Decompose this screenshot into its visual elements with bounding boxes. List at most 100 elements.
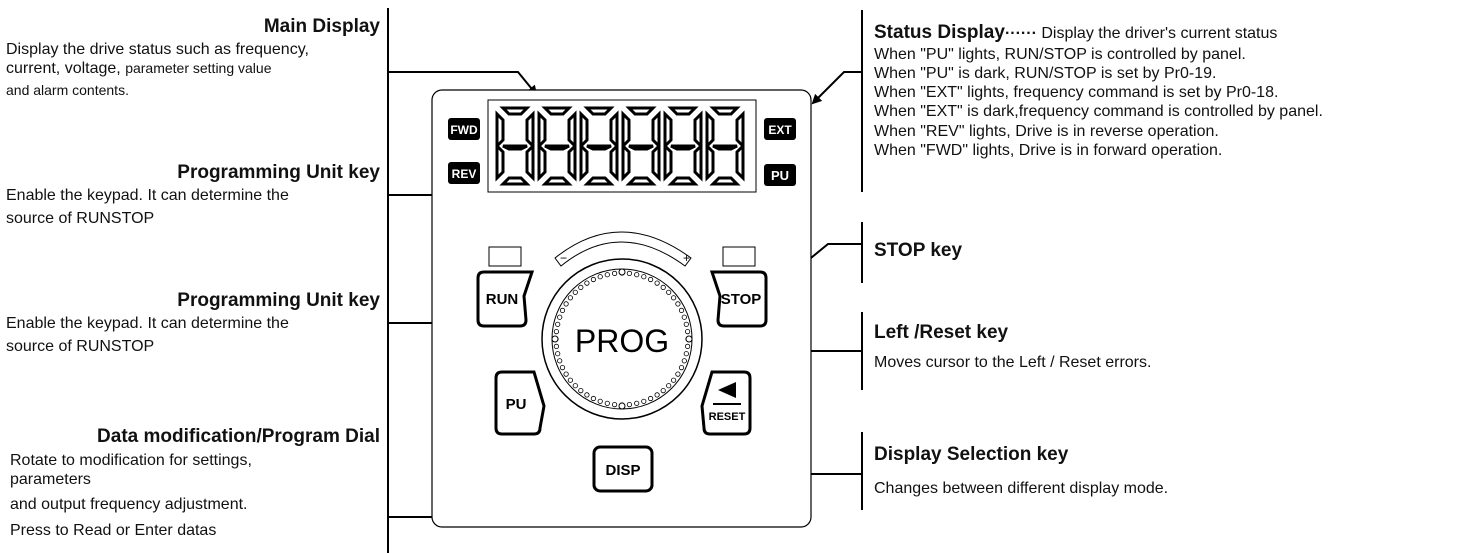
segment xyxy=(712,144,738,151)
segment xyxy=(705,142,715,182)
rev-label: REV xyxy=(452,167,477,181)
main-display-line2a: current, voltage, xyxy=(6,60,121,78)
segment xyxy=(651,142,661,182)
segment xyxy=(609,142,619,182)
dial-tick xyxy=(567,295,574,301)
plus-label: + xyxy=(683,251,690,265)
segment xyxy=(693,142,703,182)
dial-tick xyxy=(557,314,563,320)
pu-key-2-line2: source of RUNSTOP xyxy=(6,338,155,356)
dial-tick xyxy=(584,392,590,398)
main-display-line1: Display the drive status such as frequen… xyxy=(6,41,309,58)
left-reset-callout: Left /Reset key Moves cursor to the Left… xyxy=(874,322,1151,372)
dial-tick xyxy=(553,328,560,335)
dial-tick xyxy=(683,351,689,357)
segment xyxy=(541,176,573,186)
main-display-line2b: parameter setting value xyxy=(125,60,272,77)
main-display-leader xyxy=(388,71,538,96)
status-display-callout: Status Display······ Display the driver'… xyxy=(874,22,1470,160)
dial-tick xyxy=(557,358,563,364)
dial-title: Data modification/Program Dial xyxy=(97,426,380,447)
dial-tick xyxy=(681,314,687,320)
dial-tick xyxy=(647,395,654,402)
status-display-title: Status Display xyxy=(874,22,1005,43)
dial-tick xyxy=(578,284,584,290)
dial-line1: Rotate to modification for settings, xyxy=(10,452,252,469)
pu-indicator: PU xyxy=(764,164,796,186)
dial-tick xyxy=(597,274,603,280)
dial-tick xyxy=(634,400,640,406)
segment xyxy=(583,176,615,186)
main-display-title: Main Display xyxy=(263,16,380,37)
segment xyxy=(583,106,615,116)
status-line-5: When "REV" lights, Drive is in reverse o… xyxy=(874,122,1219,140)
segment xyxy=(579,142,589,182)
seven-segment-digits xyxy=(495,106,745,186)
segment xyxy=(709,106,741,116)
dial-tick xyxy=(590,395,597,402)
status-line-3: When "EXT" lights, frequency command is … xyxy=(874,84,1279,102)
segment xyxy=(735,110,745,150)
segment xyxy=(525,110,535,150)
dial-tick xyxy=(647,276,654,283)
dial-tick xyxy=(641,398,647,404)
pu-key-1-callout: Programming Unit key xyxy=(0,162,380,185)
dial-tick xyxy=(563,371,569,377)
left-arrow-icon xyxy=(718,382,736,398)
minus-label: − xyxy=(560,251,567,265)
ext-indicator: EXT xyxy=(764,118,796,140)
program-dial[interactable]: PROG xyxy=(541,258,703,420)
dial-tick-marks xyxy=(553,270,691,408)
segment xyxy=(586,144,612,151)
status-line-6: When "FWD" lights, Drive is in forward o… xyxy=(874,141,1223,159)
dial-tick xyxy=(590,276,597,283)
dial-tick xyxy=(559,364,566,371)
segment xyxy=(495,142,505,182)
reset-button[interactable]: RESET xyxy=(700,370,752,436)
stop-label: STOP xyxy=(721,291,762,308)
dial-line4: Press to Read or Enter datas xyxy=(10,521,217,539)
status-leader xyxy=(811,71,862,105)
dial-tick xyxy=(567,377,574,383)
reset-label: RESET xyxy=(709,411,746,423)
disp-label: DISP xyxy=(605,462,640,479)
segment xyxy=(621,110,631,150)
rev-indicator: REV xyxy=(448,162,480,184)
dial-tick xyxy=(675,301,681,307)
pu-key-1-title: Programming Unit key xyxy=(177,162,380,183)
dial-tick xyxy=(654,392,660,398)
disp-button[interactable]: DISP xyxy=(592,445,654,493)
stop-button[interactable]: STOP xyxy=(709,270,768,328)
fwd-label: FWD xyxy=(450,123,478,137)
dial-tick xyxy=(660,284,666,290)
segment xyxy=(667,106,699,116)
dial-tick xyxy=(670,377,677,383)
display-selection-title: Display Selection key xyxy=(874,444,1069,465)
dial-tick xyxy=(641,274,647,280)
run-button[interactable]: RUN xyxy=(476,270,535,328)
dial-tick xyxy=(604,272,610,278)
prog-label: PROG xyxy=(575,323,669,359)
run-label: RUN xyxy=(486,291,519,308)
dial-tick xyxy=(555,321,561,327)
segment xyxy=(502,144,528,151)
pu-key-2-line1: Enable the keypad. It can determine the xyxy=(6,315,289,332)
segment xyxy=(499,176,531,186)
pu-key-2-desc: Enable the keypad. It can determine the … xyxy=(6,314,386,356)
pu-button-label: PU xyxy=(506,396,527,413)
segment xyxy=(663,110,673,150)
dial-tick xyxy=(675,371,681,377)
segment xyxy=(537,110,547,150)
status-line-2: When "PU" is dark, RUN/STOP is set by Pr… xyxy=(874,64,1217,82)
segment xyxy=(663,142,673,182)
pu-button[interactable]: PU xyxy=(494,370,546,436)
status-line-1: When "PU" lights, RUN/STOP is controlled… xyxy=(874,45,1246,63)
dial-tick xyxy=(555,351,561,357)
segment xyxy=(625,106,657,116)
segment xyxy=(567,110,577,150)
segment xyxy=(667,176,699,186)
left-reset-title: Left /Reset key xyxy=(874,322,1009,343)
segment xyxy=(525,142,535,182)
dial-tick xyxy=(604,400,610,406)
